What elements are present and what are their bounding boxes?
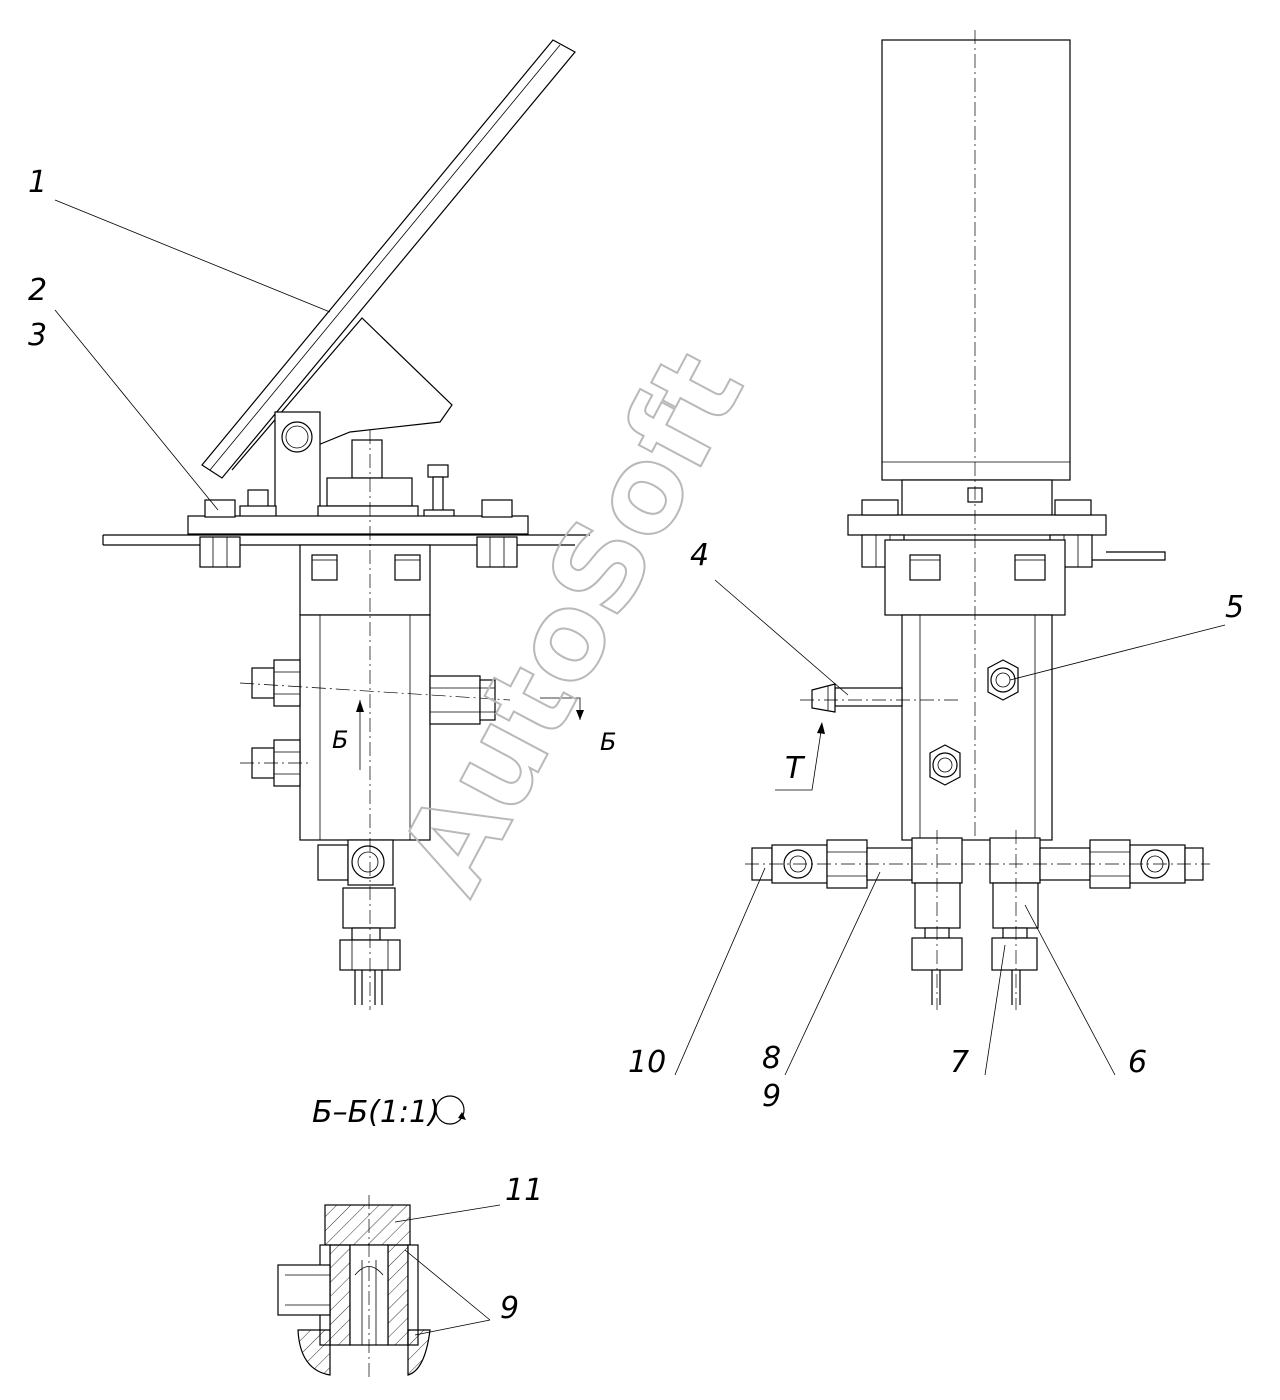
housing-pin-right <box>394 554 421 581</box>
fitting-right <box>429 675 496 725</box>
pedal-bracket <box>231 317 453 518</box>
label-10: 10 <box>628 1045 666 1080</box>
label-7: 7 <box>950 1045 969 1080</box>
label-3: 3 <box>28 318 47 353</box>
callout-labels: 1 2 3 4 5 6 7 8 9 10 11 9 Т Б Б Б–Б(1:1) <box>28 165 1244 1326</box>
bottom-manifold <box>751 837 1204 889</box>
label-5: 5 <box>1225 590 1244 625</box>
reservoir <box>881 39 1071 481</box>
screw-shank <box>432 476 444 513</box>
pedal-lever <box>201 39 576 479</box>
fitting-left-lower <box>251 739 301 787</box>
label-8: 8 <box>762 1041 781 1076</box>
main-body-right <box>901 614 1053 841</box>
watermark: AutoSoft <box>373 330 770 913</box>
label-2: 2 <box>28 273 47 308</box>
section-top-block <box>324 1204 411 1246</box>
label-9: 9 <box>762 1079 781 1114</box>
side-pipe <box>811 683 903 713</box>
label-b-left: Б <box>332 726 348 754</box>
leader-lines <box>54 199 1226 1336</box>
label-6: 6 <box>1128 1045 1147 1080</box>
right-bolt <box>476 499 518 568</box>
label-9-section: 9 <box>500 1291 519 1326</box>
label-11: 11 <box>505 1173 543 1208</box>
small-bolt <box>247 489 269 509</box>
body-nut-upper <box>987 659 1019 701</box>
view-rotation-icon <box>435 1095 465 1125</box>
section-title: Б–Б(1:1) <box>312 1095 440 1130</box>
body-nut-lower <box>929 744 961 786</box>
fitting-left-upper <box>251 659 301 707</box>
bottom-fitting-assembly <box>317 839 401 1005</box>
section-view <box>277 1095 466 1380</box>
left-view <box>102 39 590 1010</box>
left-bolt <box>199 499 241 568</box>
right-view <box>745 30 1210 1010</box>
flange-plate <box>847 514 1107 536</box>
label-t: Т <box>785 751 806 786</box>
piston-rod <box>351 439 383 479</box>
screw-head <box>427 464 449 478</box>
section-side-port <box>277 1264 331 1316</box>
main-body <box>299 614 431 841</box>
piston-cap <box>326 477 413 507</box>
sensor-right <box>991 882 1039 1005</box>
label-b-right: Б <box>600 728 616 756</box>
housing-pin-left <box>311 554 338 581</box>
label-1: 1 <box>28 165 47 200</box>
reservoir-base <box>901 479 1053 516</box>
label-4: 4 <box>690 538 709 573</box>
